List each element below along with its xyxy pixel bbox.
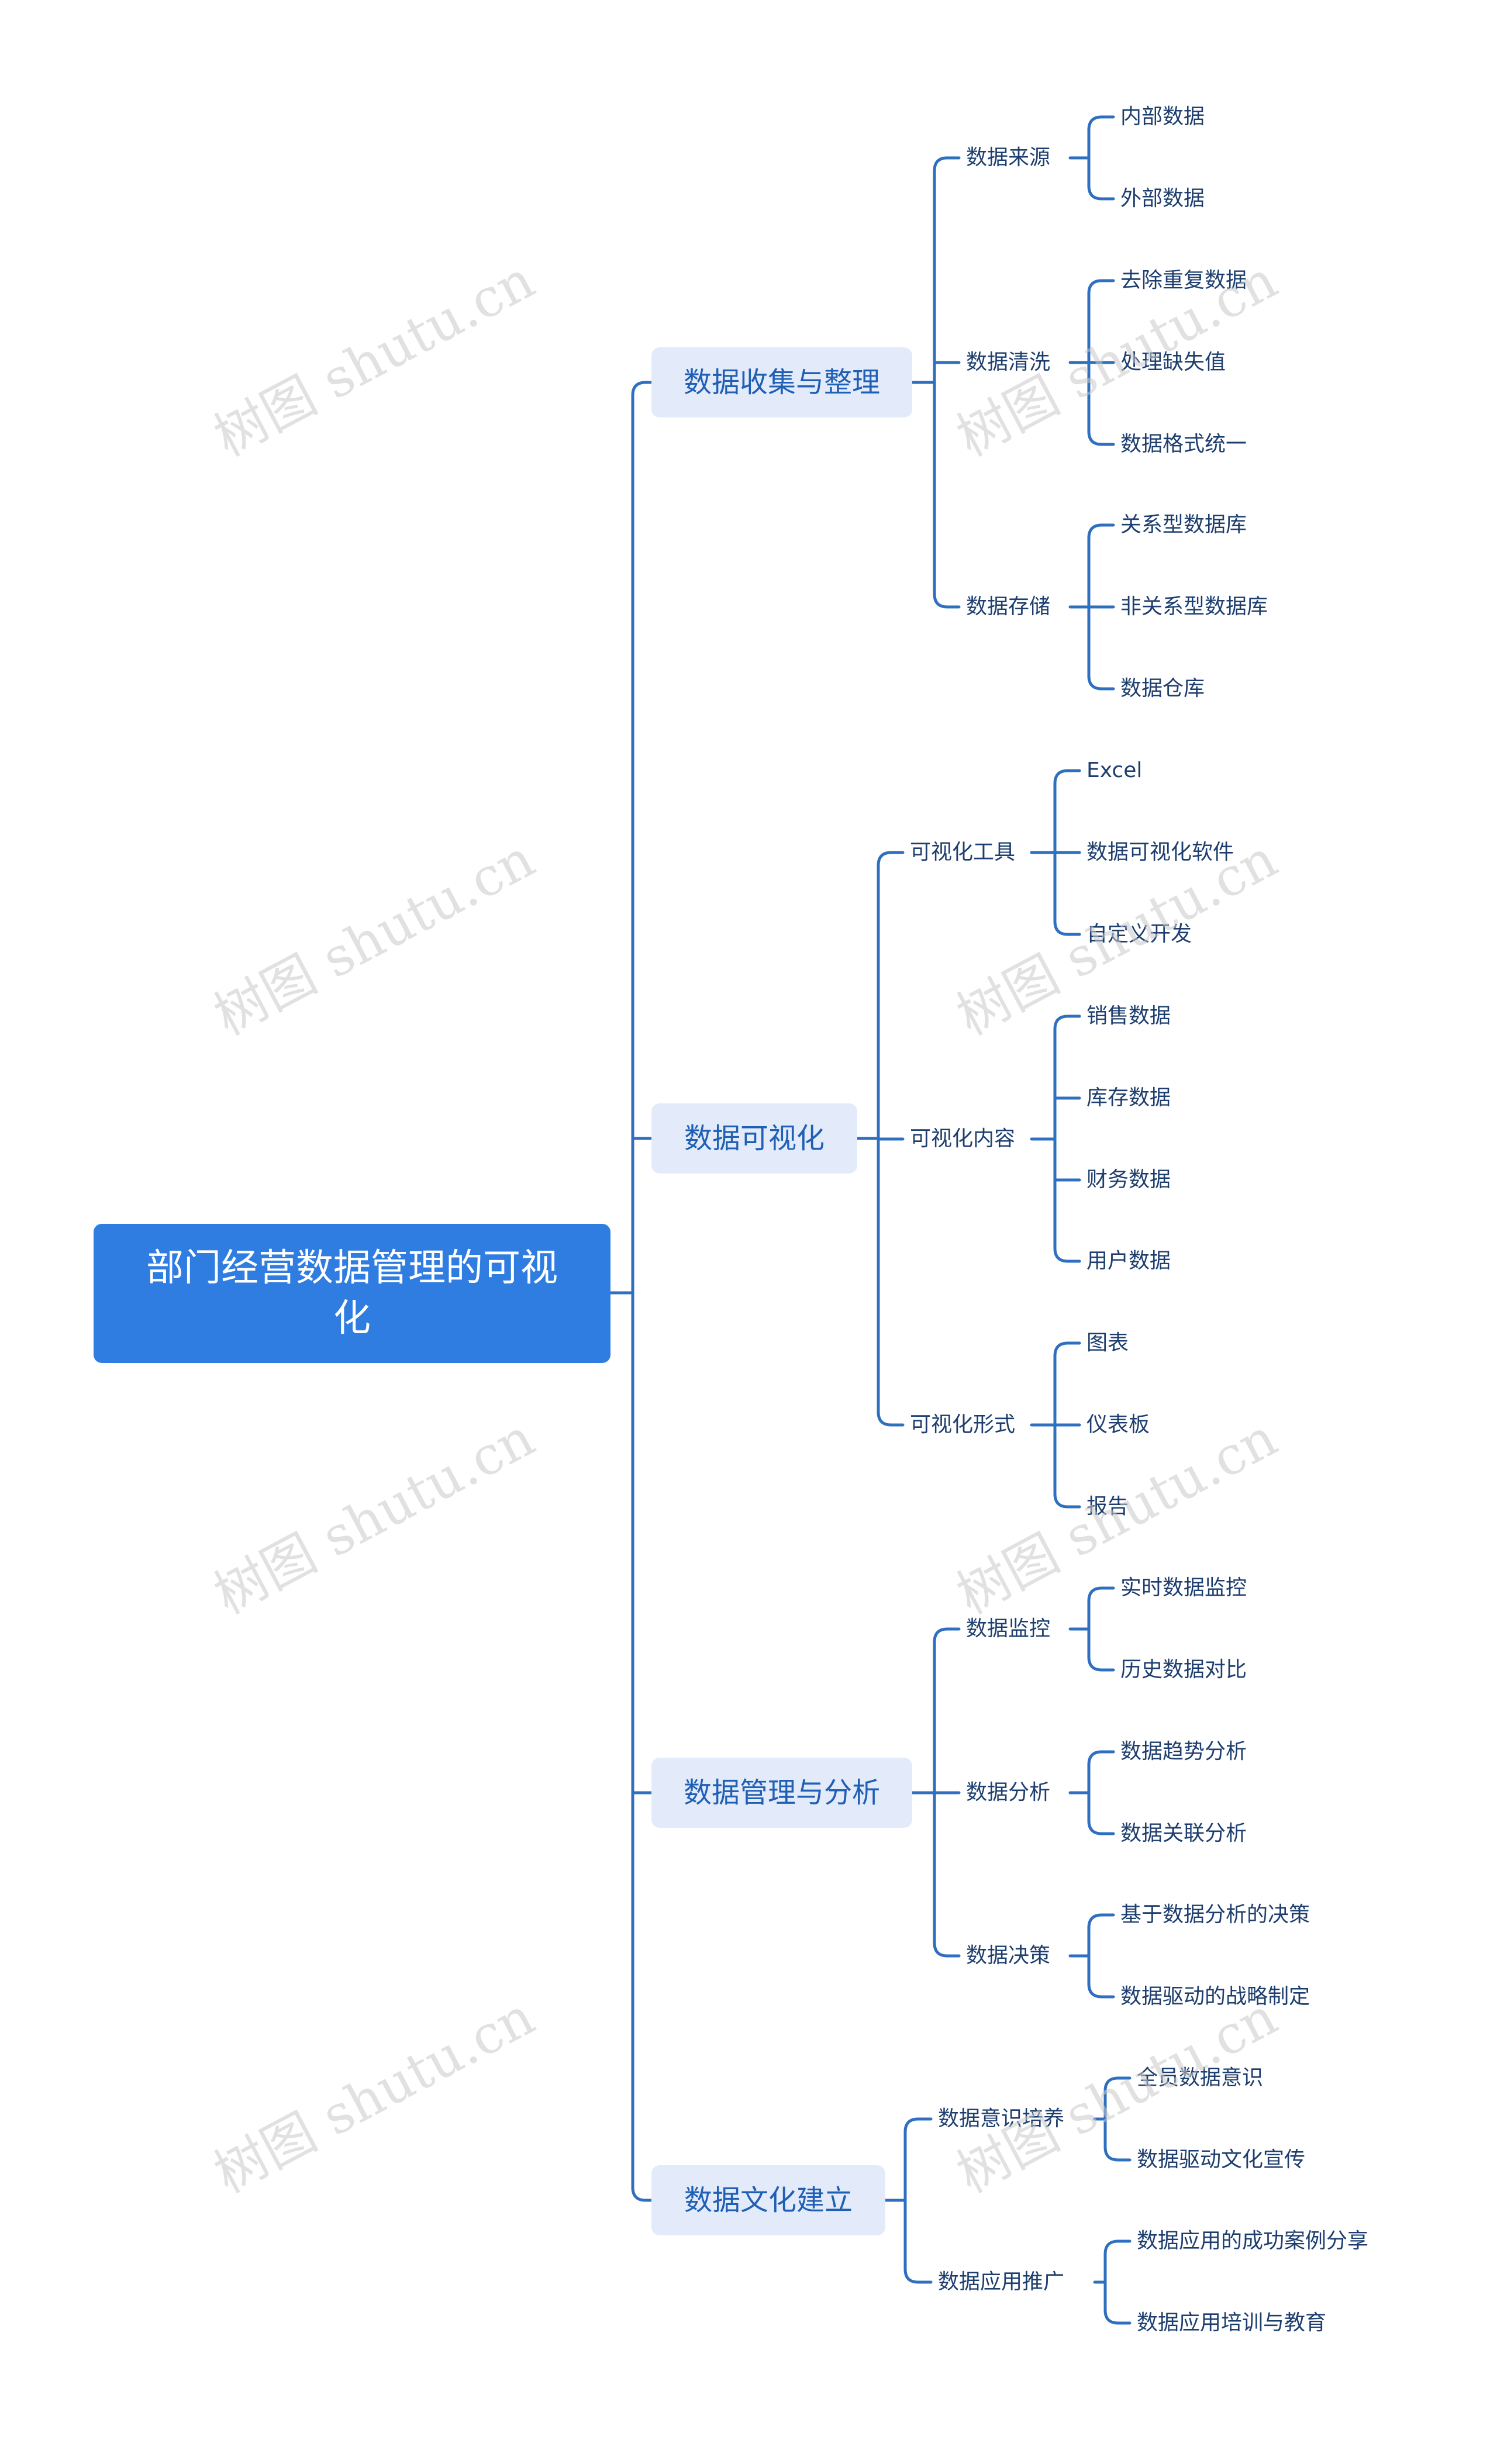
leaf-item[interactable]: 销售数据 xyxy=(1086,1004,1171,1028)
sub-topic[interactable]: 可视化形式 xyxy=(910,1413,1016,1437)
root-node[interactable]: 部门经营数据管理的可视化 xyxy=(94,1224,610,1363)
sub-topic[interactable]: 数据决策 xyxy=(966,1944,1051,1968)
level3-spine xyxy=(1087,115,1115,201)
sub-topic[interactable]: 数据来源 xyxy=(966,146,1051,170)
sub-topic[interactable]: 数据清洗 xyxy=(966,350,1051,374)
branch-node[interactable]: 数据收集与整理 xyxy=(651,347,912,417)
leaf-item[interactable]: 去除重复数据 xyxy=(1120,268,1247,292)
leaf-item[interactable]: 用户数据 xyxy=(1086,1249,1171,1273)
leaf-item[interactable]: Excel xyxy=(1086,758,1143,782)
level3-spine xyxy=(1087,1586,1115,1672)
leaf-item[interactable]: 内部数据 xyxy=(1120,105,1205,129)
leaf-item[interactable]: 外部数据 xyxy=(1120,187,1205,210)
sub-topic[interactable]: 数据分析 xyxy=(966,1780,1051,1804)
leaf-item[interactable]: 数据驱动文化宣传 xyxy=(1137,2148,1306,2172)
sub-topic[interactable]: 数据存储 xyxy=(966,595,1051,619)
level2-spine xyxy=(933,156,961,609)
leaf-item[interactable]: 数据可视化软件 xyxy=(1086,840,1234,864)
leaf-item[interactable]: 全员数据意识 xyxy=(1137,2066,1264,2090)
leaf-item[interactable]: 仪表板 xyxy=(1086,1413,1150,1437)
leaf-item[interactable]: 数据应用培训与教育 xyxy=(1137,2311,1327,2335)
leaf-item[interactable]: 财务数据 xyxy=(1086,1168,1171,1192)
level3-spine xyxy=(1087,1750,1115,1835)
branch-node[interactable]: 数据管理与分析 xyxy=(651,1758,912,1828)
sub-topic[interactable]: 可视化工具 xyxy=(910,840,1016,864)
leaf-item[interactable]: 关系型数据库 xyxy=(1120,513,1247,537)
sub-topic[interactable]: 数据应用推广 xyxy=(938,2270,1065,2294)
branch-node[interactable]: 数据文化建立 xyxy=(651,2165,885,2235)
leaf-item[interactable]: 数据驱动的战略制定 xyxy=(1120,1985,1310,2009)
level3-spine xyxy=(1103,2239,1132,2325)
level2-spine xyxy=(903,2117,933,2284)
leaf-item[interactable]: 自定义开发 xyxy=(1086,922,1192,946)
leaf-item[interactable]: 处理缺失值 xyxy=(1120,350,1226,374)
level3-spine xyxy=(1087,1913,1115,1999)
leaf-item[interactable]: 数据格式统一 xyxy=(1120,432,1247,456)
leaf-item[interactable]: 数据趋势分析 xyxy=(1120,1740,1247,1764)
branch-node[interactable]: 数据可视化 xyxy=(651,1103,857,1174)
level3-spine xyxy=(1103,2076,1132,2162)
level1-spine xyxy=(631,381,653,2202)
leaf-item[interactable]: 数据仓库 xyxy=(1120,677,1205,700)
leaf-item[interactable]: 非关系型数据库 xyxy=(1120,595,1268,619)
sub-topic[interactable]: 数据意识培养 xyxy=(938,2107,1065,2131)
leaf-item[interactable]: 基于数据分析的决策 xyxy=(1120,1903,1310,1927)
leaf-item[interactable]: 实时数据监控 xyxy=(1120,1576,1247,1600)
leaf-item[interactable]: 报告 xyxy=(1086,1495,1129,1519)
sub-topic[interactable]: 数据监控 xyxy=(966,1617,1051,1641)
leaf-item[interactable]: 图表 xyxy=(1086,1331,1129,1355)
sub-topic[interactable]: 可视化内容 xyxy=(910,1127,1016,1151)
leaf-item[interactable]: 数据关联分析 xyxy=(1120,1821,1247,1845)
leaf-item[interactable]: 库存数据 xyxy=(1086,1086,1171,1110)
level3-spine xyxy=(1053,1014,1081,1263)
leaf-item[interactable]: 数据应用的成功案例分享 xyxy=(1137,2229,1369,2253)
leaf-item[interactable]: 历史数据对比 xyxy=(1120,1658,1247,1682)
